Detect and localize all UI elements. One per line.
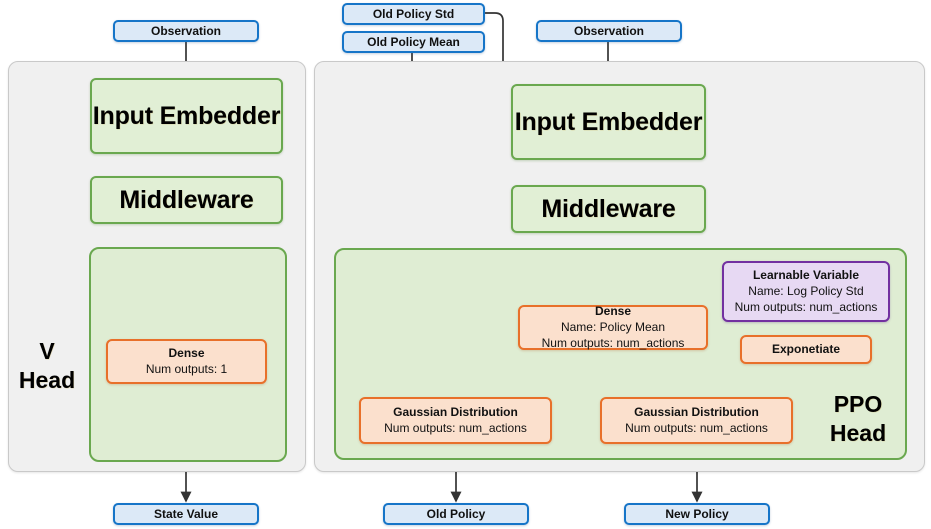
ppo-head-label: PPO Head <box>820 390 896 448</box>
v-input-embedder-node[interactable]: Input Embedder <box>90 78 283 154</box>
v-middleware-node[interactable]: Middleware <box>90 176 283 224</box>
gaussian-new-title: Gaussian Distribution <box>634 405 759 419</box>
gaussian-old-title: Gaussian Distribution <box>393 405 518 419</box>
v-head-label: V Head <box>12 337 82 395</box>
gaussian-distribution-old-node[interactable]: Gaussian Distribution Num outputs: num_a… <box>359 397 552 444</box>
learnable-variable-name: Name: Log Policy Std <box>748 284 864 298</box>
input-old-policy-std[interactable]: Old Policy Std <box>342 3 485 25</box>
v-dense-num-outputs: Num outputs: 1 <box>145 362 228 376</box>
input-old-policy-mean[interactable]: Old Policy Mean <box>342 31 485 53</box>
learnable-variable-title: Learnable Variable <box>752 268 860 282</box>
learnable-variable-num-outputs: Num outputs: num_actions <box>734 300 878 314</box>
v-middleware-label: Middleware <box>119 185 254 214</box>
v-head-label-line2: Head <box>18 367 76 393</box>
exponetiate-node[interactable]: Exponetiate <box>740 335 872 364</box>
ppo-head-label-line2: Head <box>829 420 887 446</box>
v-dense-node[interactable]: Dense Num outputs: 1 <box>106 339 267 384</box>
input-observation-v[interactable]: Observation <box>113 20 259 42</box>
output-new-policy[interactable]: New Policy <box>624 503 770 525</box>
input-observation-ppo[interactable]: Observation <box>536 20 682 42</box>
ppo-dense-title: Dense <box>594 304 632 318</box>
gaussian-distribution-new-node[interactable]: Gaussian Distribution Num outputs: num_a… <box>600 397 793 444</box>
ppo-middleware-label: Middleware <box>541 194 676 223</box>
output-old-policy[interactable]: Old Policy <box>383 503 529 525</box>
ppo-dense-num-outputs: Num outputs: num_actions <box>541 336 685 350</box>
v-dense-title: Dense <box>168 346 205 360</box>
gaussian-new-num-outputs: Num outputs: num_actions <box>625 421 768 435</box>
v-input-embedder-label: Input Embedder <box>92 101 281 130</box>
gaussian-old-num-outputs: Num outputs: num_actions <box>384 421 527 435</box>
ppo-input-embedder-node[interactable]: Input Embedder <box>511 84 706 160</box>
learnable-variable-node[interactable]: Learnable Variable Name: Log Policy Std … <box>722 261 890 322</box>
ppo-input-embedder-label: Input Embedder <box>514 107 703 136</box>
ppo-dense-policy-mean-node[interactable]: Dense Name: Policy Mean Num outputs: num… <box>518 304 708 350</box>
v-head-label-line1: V <box>39 338 55 364</box>
ppo-middleware-node[interactable]: Middleware <box>511 185 706 233</box>
output-state-value[interactable]: State Value <box>113 503 259 525</box>
ppo-dense-name: Name: Policy Mean <box>560 320 666 334</box>
exponetiate-label: Exponetiate <box>771 342 840 356</box>
ppo-head-label-line1: PPO <box>833 391 883 417</box>
